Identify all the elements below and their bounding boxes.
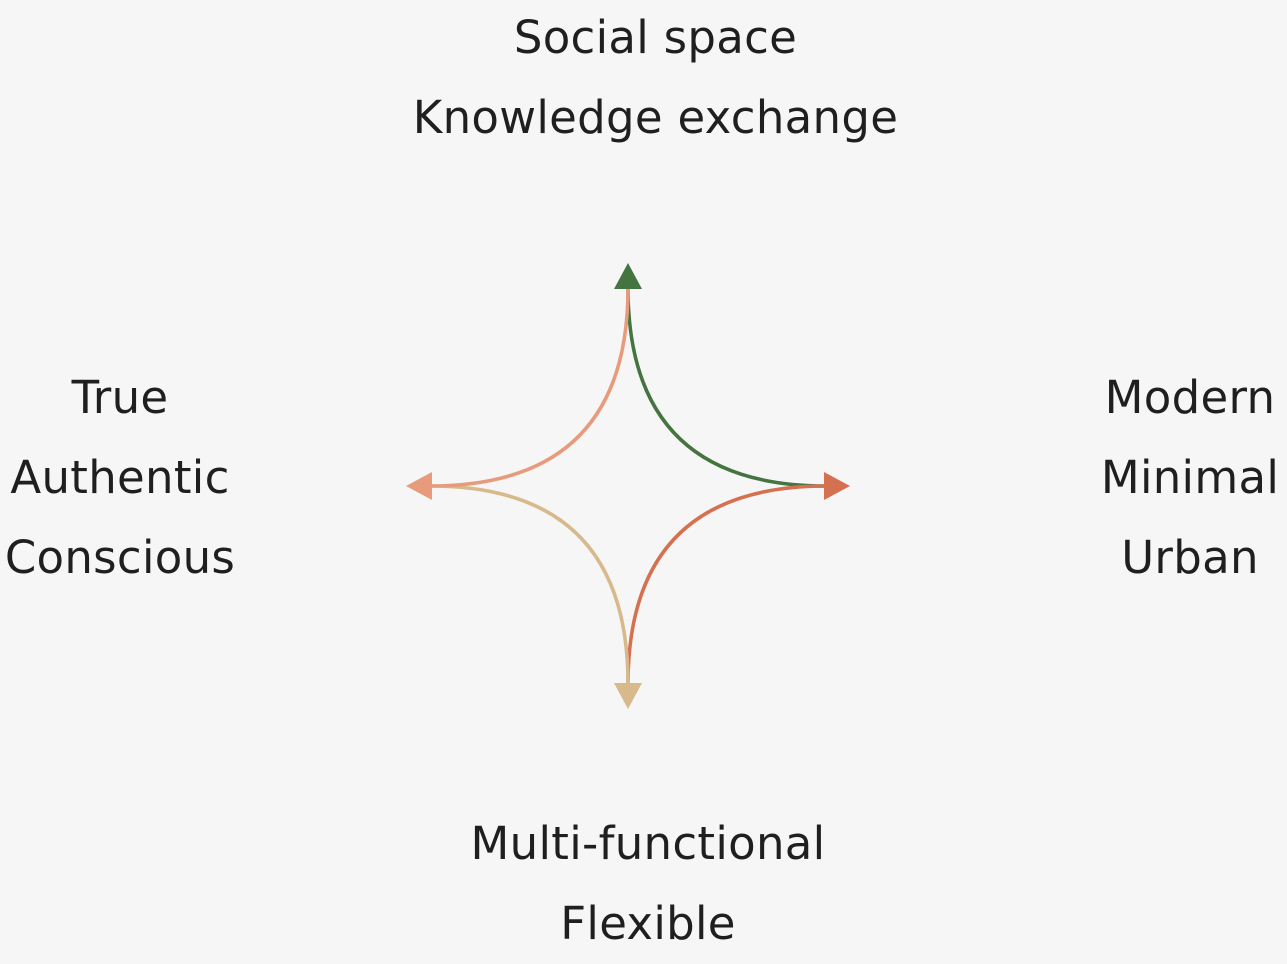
right-label-group: Modern Minimal Urban: [1090, 358, 1287, 598]
curve-bottom-to-left: [429, 484, 630, 685]
top-label-line: Knowledge exchange: [412, 91, 899, 144]
arrowhead-down-icon: [614, 683, 642, 709]
bottom-label-line: Multi-functional: [470, 817, 826, 870]
right-label-line: Modern: [1104, 371, 1276, 424]
left-label-line: Authentic: [10, 451, 230, 504]
right-label-line: Minimal: [1100, 451, 1280, 504]
curve-right-to-bottom: [626, 484, 827, 685]
curve-top-to-right: [626, 287, 827, 488]
left-label-group: True Authentic Conscious: [0, 358, 260, 598]
top-label-group: Social space Knowledge exchange: [0, 0, 1287, 158]
curve-left-to-top: [429, 287, 630, 488]
arrowhead-right-icon: [824, 472, 850, 500]
arrowhead-left-icon: [406, 472, 432, 500]
left-label-line: True: [71, 371, 169, 424]
left-label-line: Conscious: [4, 531, 236, 584]
arrowhead-up-icon: [614, 263, 642, 289]
top-label-line: Social space: [513, 11, 798, 64]
bottom-label-line: Flexible: [560, 897, 736, 950]
bottom-label-group: Multi-functional Flexible: [0, 804, 1287, 964]
right-label-line: Urban: [1121, 531, 1259, 584]
